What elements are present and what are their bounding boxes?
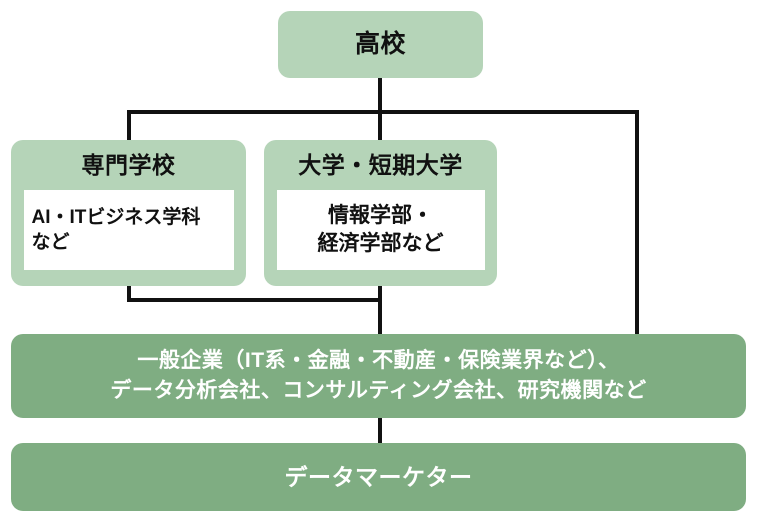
node-university[interactable]: 大学・短期大学 情報学部・ 経済学部など (264, 140, 497, 286)
connector-to-vocational (127, 110, 131, 142)
connector-highschool-down (378, 78, 382, 114)
node-highschool-title: 高校 (354, 30, 406, 59)
node-data-marketer[interactable]: データマーケター (11, 443, 746, 511)
node-vocational-school-detail: AI・ITビジネス学科 など (23, 190, 234, 271)
connector-horizontal-bus (127, 110, 639, 114)
university-detail-line-1: 情報学部・ (328, 204, 433, 228)
node-university-title: 大学・短期大学 (298, 152, 463, 178)
connector-join-horizontal (127, 298, 382, 302)
connector-industries-to-role (378, 416, 382, 445)
node-vocational-school[interactable]: 専門学校 AI・ITビジネス学科 など (11, 140, 246, 286)
node-data-marketer-title: データマーケター (284, 463, 473, 490)
connector-university-to-industries (378, 284, 382, 336)
industries-line-1: 一般企業（IT系・金融・不動産・保険業界など）、 (137, 348, 620, 372)
university-detail-line-2: 経済学部など (317, 232, 444, 256)
connector-vocational-down (127, 284, 131, 302)
node-university-detail: 情報学部・ 経済学部など (276, 190, 485, 271)
industries-line-2: データ分析会社、コンサルティング会社、研究機関など (110, 379, 647, 402)
vocational-detail-line-1: AI・ITビジネス学科 (31, 206, 201, 228)
node-vocational-school-title: 専門学校 (81, 152, 176, 178)
connector-to-university (378, 110, 382, 142)
connector-highschool-to-industries (635, 110, 639, 336)
node-industries-text: 一般企業（IT系・金融・不動産・保険業界など）、 データ分析会社、コンサルティン… (110, 346, 646, 407)
vocational-detail-line-2: など (31, 232, 70, 254)
node-industries[interactable]: 一般企業（IT系・金融・不動産・保険業界など）、 データ分析会社、コンサルティン… (11, 334, 746, 418)
node-highschool[interactable]: 高校 (278, 11, 483, 78)
